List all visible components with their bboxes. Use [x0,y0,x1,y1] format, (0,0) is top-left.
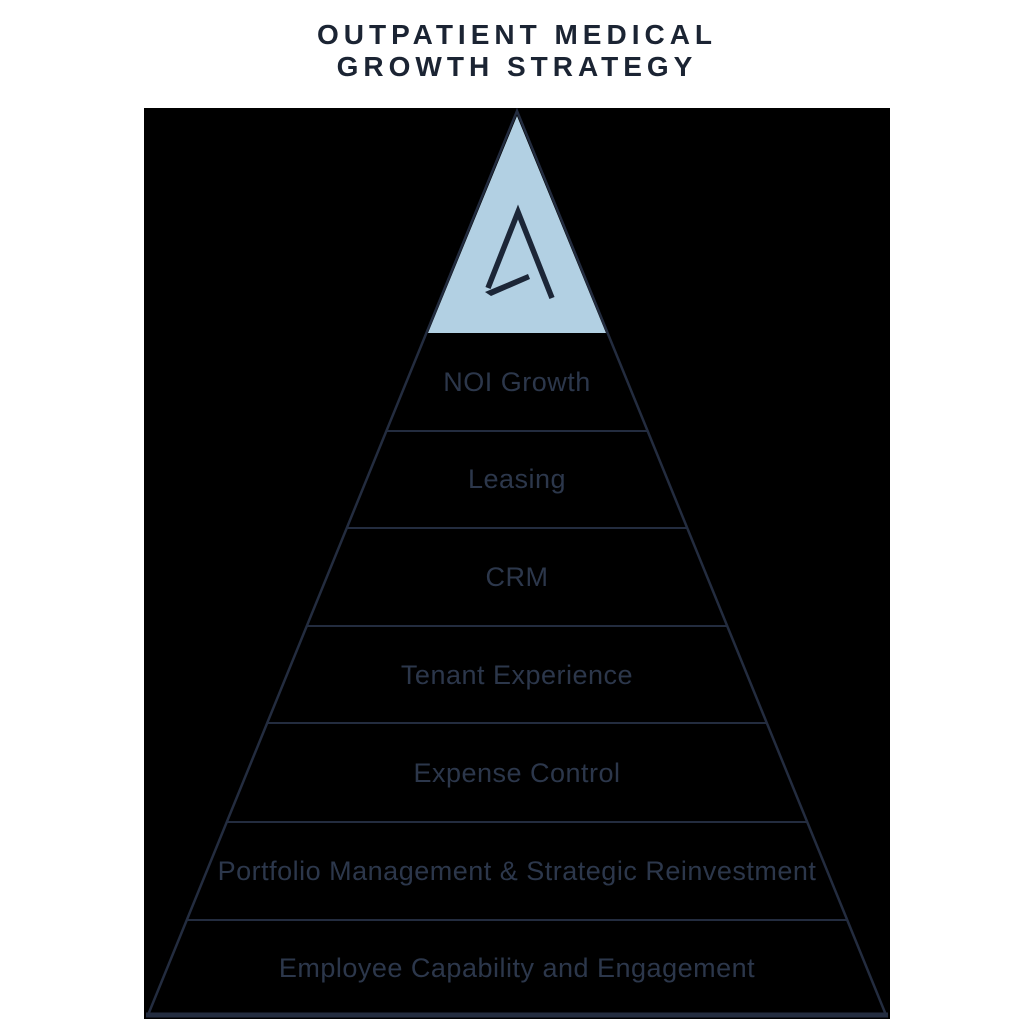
pyramid-graphic [146,108,888,1018]
logo-lambda-stroke [485,204,555,300]
pyramid-diagram-panel: NOI Growth Leasing CRM Tenant Experience… [144,108,890,1019]
page-title-line1: OUTPATIENT MEDICAL [316,19,718,50]
pyramid-cap [428,116,606,333]
page-title: OUTPATIENT MEDICAL GROWTH STRATEGY [0,19,1034,83]
page-title-line2: GROWTH STRATEGY [336,51,698,82]
logo-crossbar [485,274,530,296]
company-logo-icon [485,204,555,300]
